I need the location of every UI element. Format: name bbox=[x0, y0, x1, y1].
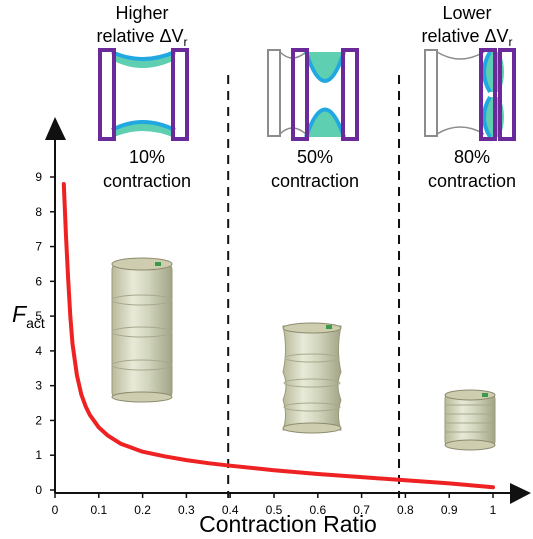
schematic-50pct bbox=[267, 48, 359, 141]
y-axis-arrowhead bbox=[45, 117, 66, 140]
actuator-photo-10pct bbox=[111, 257, 173, 403]
x-tick-label: 0.6 bbox=[309, 503, 326, 517]
y-tick-label: 3 bbox=[35, 379, 42, 393]
annotation-2-bottom-line2: contraction bbox=[271, 171, 359, 191]
y-tick-label: 8 bbox=[35, 205, 42, 219]
x-tick-label: 1 bbox=[490, 503, 497, 517]
y-tick-label: 6 bbox=[35, 274, 42, 288]
annotation-3-delta-v: relative ΔV bbox=[421, 26, 508, 46]
ticks: 0 0.1 0.2 0.3 0.4 0.5 0.6 0.7 0.8 0.9 1 0 1 2 3 4 5 6 7 8 9 bbox=[35, 170, 496, 517]
y-axis-title: Fact bbox=[12, 301, 45, 331]
annotation-1-top-line1: Higher bbox=[115, 3, 168, 23]
y-tick-label: 9 bbox=[35, 170, 42, 184]
y-tick-label: 7 bbox=[35, 240, 42, 254]
actuator-photo-80pct bbox=[444, 389, 496, 451]
y-tick-label: 2 bbox=[35, 413, 42, 427]
x-tick-label: 0.9 bbox=[441, 503, 458, 517]
annotation-1-top-line2: relative ΔVr bbox=[96, 26, 187, 49]
x-tick-label: 0.2 bbox=[134, 503, 151, 517]
force-curve-line bbox=[61, 182, 495, 490]
x-tick-label: 0.4 bbox=[222, 503, 239, 517]
annotation-3-bottom-line1: 80% bbox=[454, 147, 490, 167]
y-tick-label: 0 bbox=[35, 483, 42, 497]
y-tick-label: 1 bbox=[35, 448, 42, 462]
y-axis-title-subscript: act bbox=[26, 315, 45, 331]
annotation-3-top-line2: relative ΔVr bbox=[421, 26, 512, 49]
region-dividers bbox=[227, 75, 401, 498]
annotation-3-top-line1: Lower bbox=[442, 3, 491, 23]
x-tick-label: 0.5 bbox=[266, 503, 283, 517]
y-tick-label: 5 bbox=[35, 309, 42, 323]
schematic-80pct bbox=[424, 48, 516, 141]
x-tick-label: 0.7 bbox=[353, 503, 370, 517]
annotation-1-bottom-line2: contraction bbox=[103, 171, 191, 191]
series-layer bbox=[61, 182, 495, 490]
annotation-3-subscript: r bbox=[509, 35, 513, 49]
x-axis-title: Contraction Ratio bbox=[199, 511, 377, 537]
actuator-photo-50pct bbox=[282, 322, 342, 434]
x-tick-label: 0.1 bbox=[90, 503, 107, 517]
x-axis-arrowhead bbox=[510, 483, 531, 504]
annotation-1-bottom-line1: 10% bbox=[129, 147, 165, 167]
annotation-1-delta-v: relative ΔV bbox=[96, 26, 183, 46]
y-tick-label: 4 bbox=[35, 344, 42, 358]
annotation-2-bottom-line1: 50% bbox=[297, 147, 333, 167]
x-tick-label: 0.8 bbox=[397, 503, 414, 517]
annotation-3-bottom-line2: contraction bbox=[428, 171, 516, 191]
annotation-1-subscript: r bbox=[184, 35, 188, 49]
schematic-10pct bbox=[98, 48, 189, 141]
x-tick-label: 0.3 bbox=[178, 503, 195, 517]
x-tick-label: 0 bbox=[52, 503, 59, 517]
y-axis-title-main: F bbox=[12, 301, 28, 327]
